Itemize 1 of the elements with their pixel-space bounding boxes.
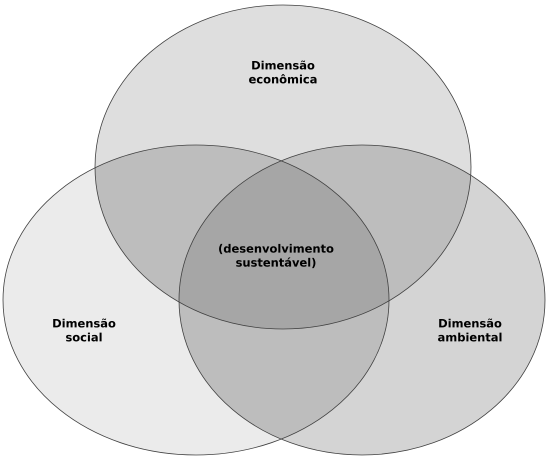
center-label: (desenvolvimento sustentável) [219,244,334,268]
